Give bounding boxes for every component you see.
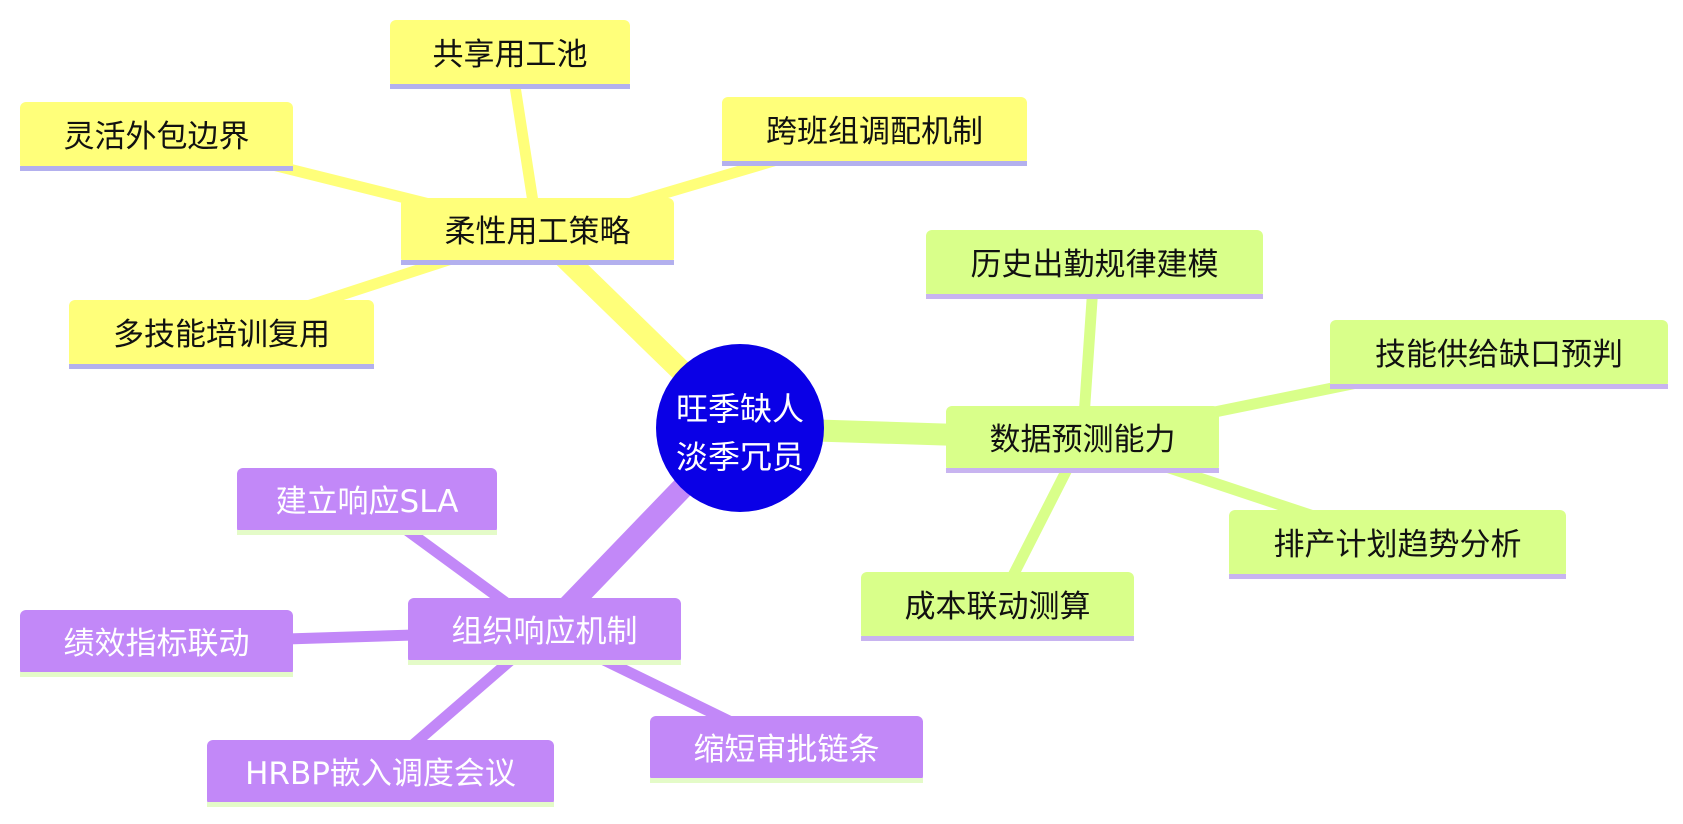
branch-org-box xyxy=(408,598,681,664)
node-data-3-label: 成本联动测算 xyxy=(905,589,1091,625)
branch-org[interactable]: 组织响应机制 xyxy=(408,598,681,665)
node-data-0[interactable]: 历史出勤规律建模 xyxy=(926,230,1263,299)
root-circle xyxy=(656,344,824,512)
node-data-0-box xyxy=(926,230,1263,298)
node-flex-0[interactable]: 共享用工池 xyxy=(390,20,630,89)
branch-data-label: 数据预测能力 xyxy=(990,422,1176,458)
node-org-1[interactable]: 绩效指标联动 xyxy=(20,610,293,677)
branch-data-box xyxy=(946,406,1219,472)
root-label-line-1: 淡季冗员 xyxy=(676,438,804,476)
node-flex-0-box xyxy=(390,20,630,88)
node-data-2-box xyxy=(1229,510,1566,578)
node-data-0-label: 历史出勤规律建模 xyxy=(971,247,1219,283)
node-org-3-label: 缩短审批链条 xyxy=(694,732,880,768)
node-org-2-box xyxy=(207,740,554,806)
node-data-3-box xyxy=(861,572,1134,640)
node-data-2-label: 排产计划趋势分析 xyxy=(1274,527,1522,563)
node-flex-2[interactable]: 跨班组调配机制 xyxy=(722,97,1027,166)
node-flex-3-box xyxy=(69,300,374,368)
branch-flex[interactable]: 柔性用工策略 xyxy=(401,198,674,265)
branch-data-underline xyxy=(946,468,1219,473)
node-org-3-underline xyxy=(650,778,923,783)
node-data-1[interactable]: 技能供给缺口预判 xyxy=(1330,320,1668,389)
node-flex-1-box xyxy=(20,102,293,170)
node-data-3[interactable]: 成本联动测算 xyxy=(861,572,1134,641)
branch-flex-box xyxy=(401,198,674,264)
node-data-2[interactable]: 排产计划趋势分析 xyxy=(1229,510,1566,579)
node-org-0[interactable]: 建立响应SLA xyxy=(237,468,497,535)
node-org-1-underline xyxy=(20,672,293,677)
node-flex-0-label: 共享用工池 xyxy=(433,37,588,73)
node-flex-3-label: 多技能培训复用 xyxy=(113,317,330,353)
branch-flex-label: 柔性用工策略 xyxy=(445,214,631,250)
branch-org-label: 组织响应机制 xyxy=(452,614,638,650)
node-org-0-box xyxy=(237,468,497,534)
node-org-1-box xyxy=(20,610,293,676)
node-flex-1-label: 灵活外包边界 xyxy=(64,119,250,155)
node-flex-2-box xyxy=(722,97,1027,165)
node-data-1-underline xyxy=(1330,384,1668,389)
node-flex-1-underline xyxy=(20,166,293,171)
node-org-2-underline xyxy=(207,802,554,807)
node-org-3[interactable]: 缩短审批链条 xyxy=(650,716,923,783)
root-label-line-0: 旺季缺人 xyxy=(676,390,804,428)
branch-flex-underline xyxy=(401,260,674,265)
node-flex-3[interactable]: 多技能培训复用 xyxy=(69,300,374,369)
node-data-2-underline xyxy=(1229,574,1566,579)
branch-data[interactable]: 数据预测能力 xyxy=(946,406,1219,473)
branch-org-underline xyxy=(408,660,681,665)
node-org-2[interactable]: HRBP嵌入调度会议 xyxy=(207,740,554,807)
node-data-3-underline xyxy=(861,636,1134,641)
node-data-0-underline xyxy=(926,294,1263,299)
node-org-1-label: 绩效指标联动 xyxy=(64,626,250,662)
node-flex-0-underline xyxy=(390,84,630,89)
node-flex-1[interactable]: 灵活外包边界 xyxy=(20,102,293,171)
node-flex-2-label: 跨班组调配机制 xyxy=(766,114,983,150)
node-data-1-box xyxy=(1330,320,1668,388)
node-flex-2-underline xyxy=(722,161,1027,166)
node-data-1-label: 技能供给缺口预判 xyxy=(1375,337,1623,373)
node-org-2-label: HRBP嵌入调度会议 xyxy=(245,756,516,792)
node-org-3-box xyxy=(650,716,923,782)
node-org-0-underline xyxy=(237,530,497,535)
node-org-0-label: 建立响应SLA xyxy=(276,484,459,520)
node-flex-3-underline xyxy=(69,364,374,369)
